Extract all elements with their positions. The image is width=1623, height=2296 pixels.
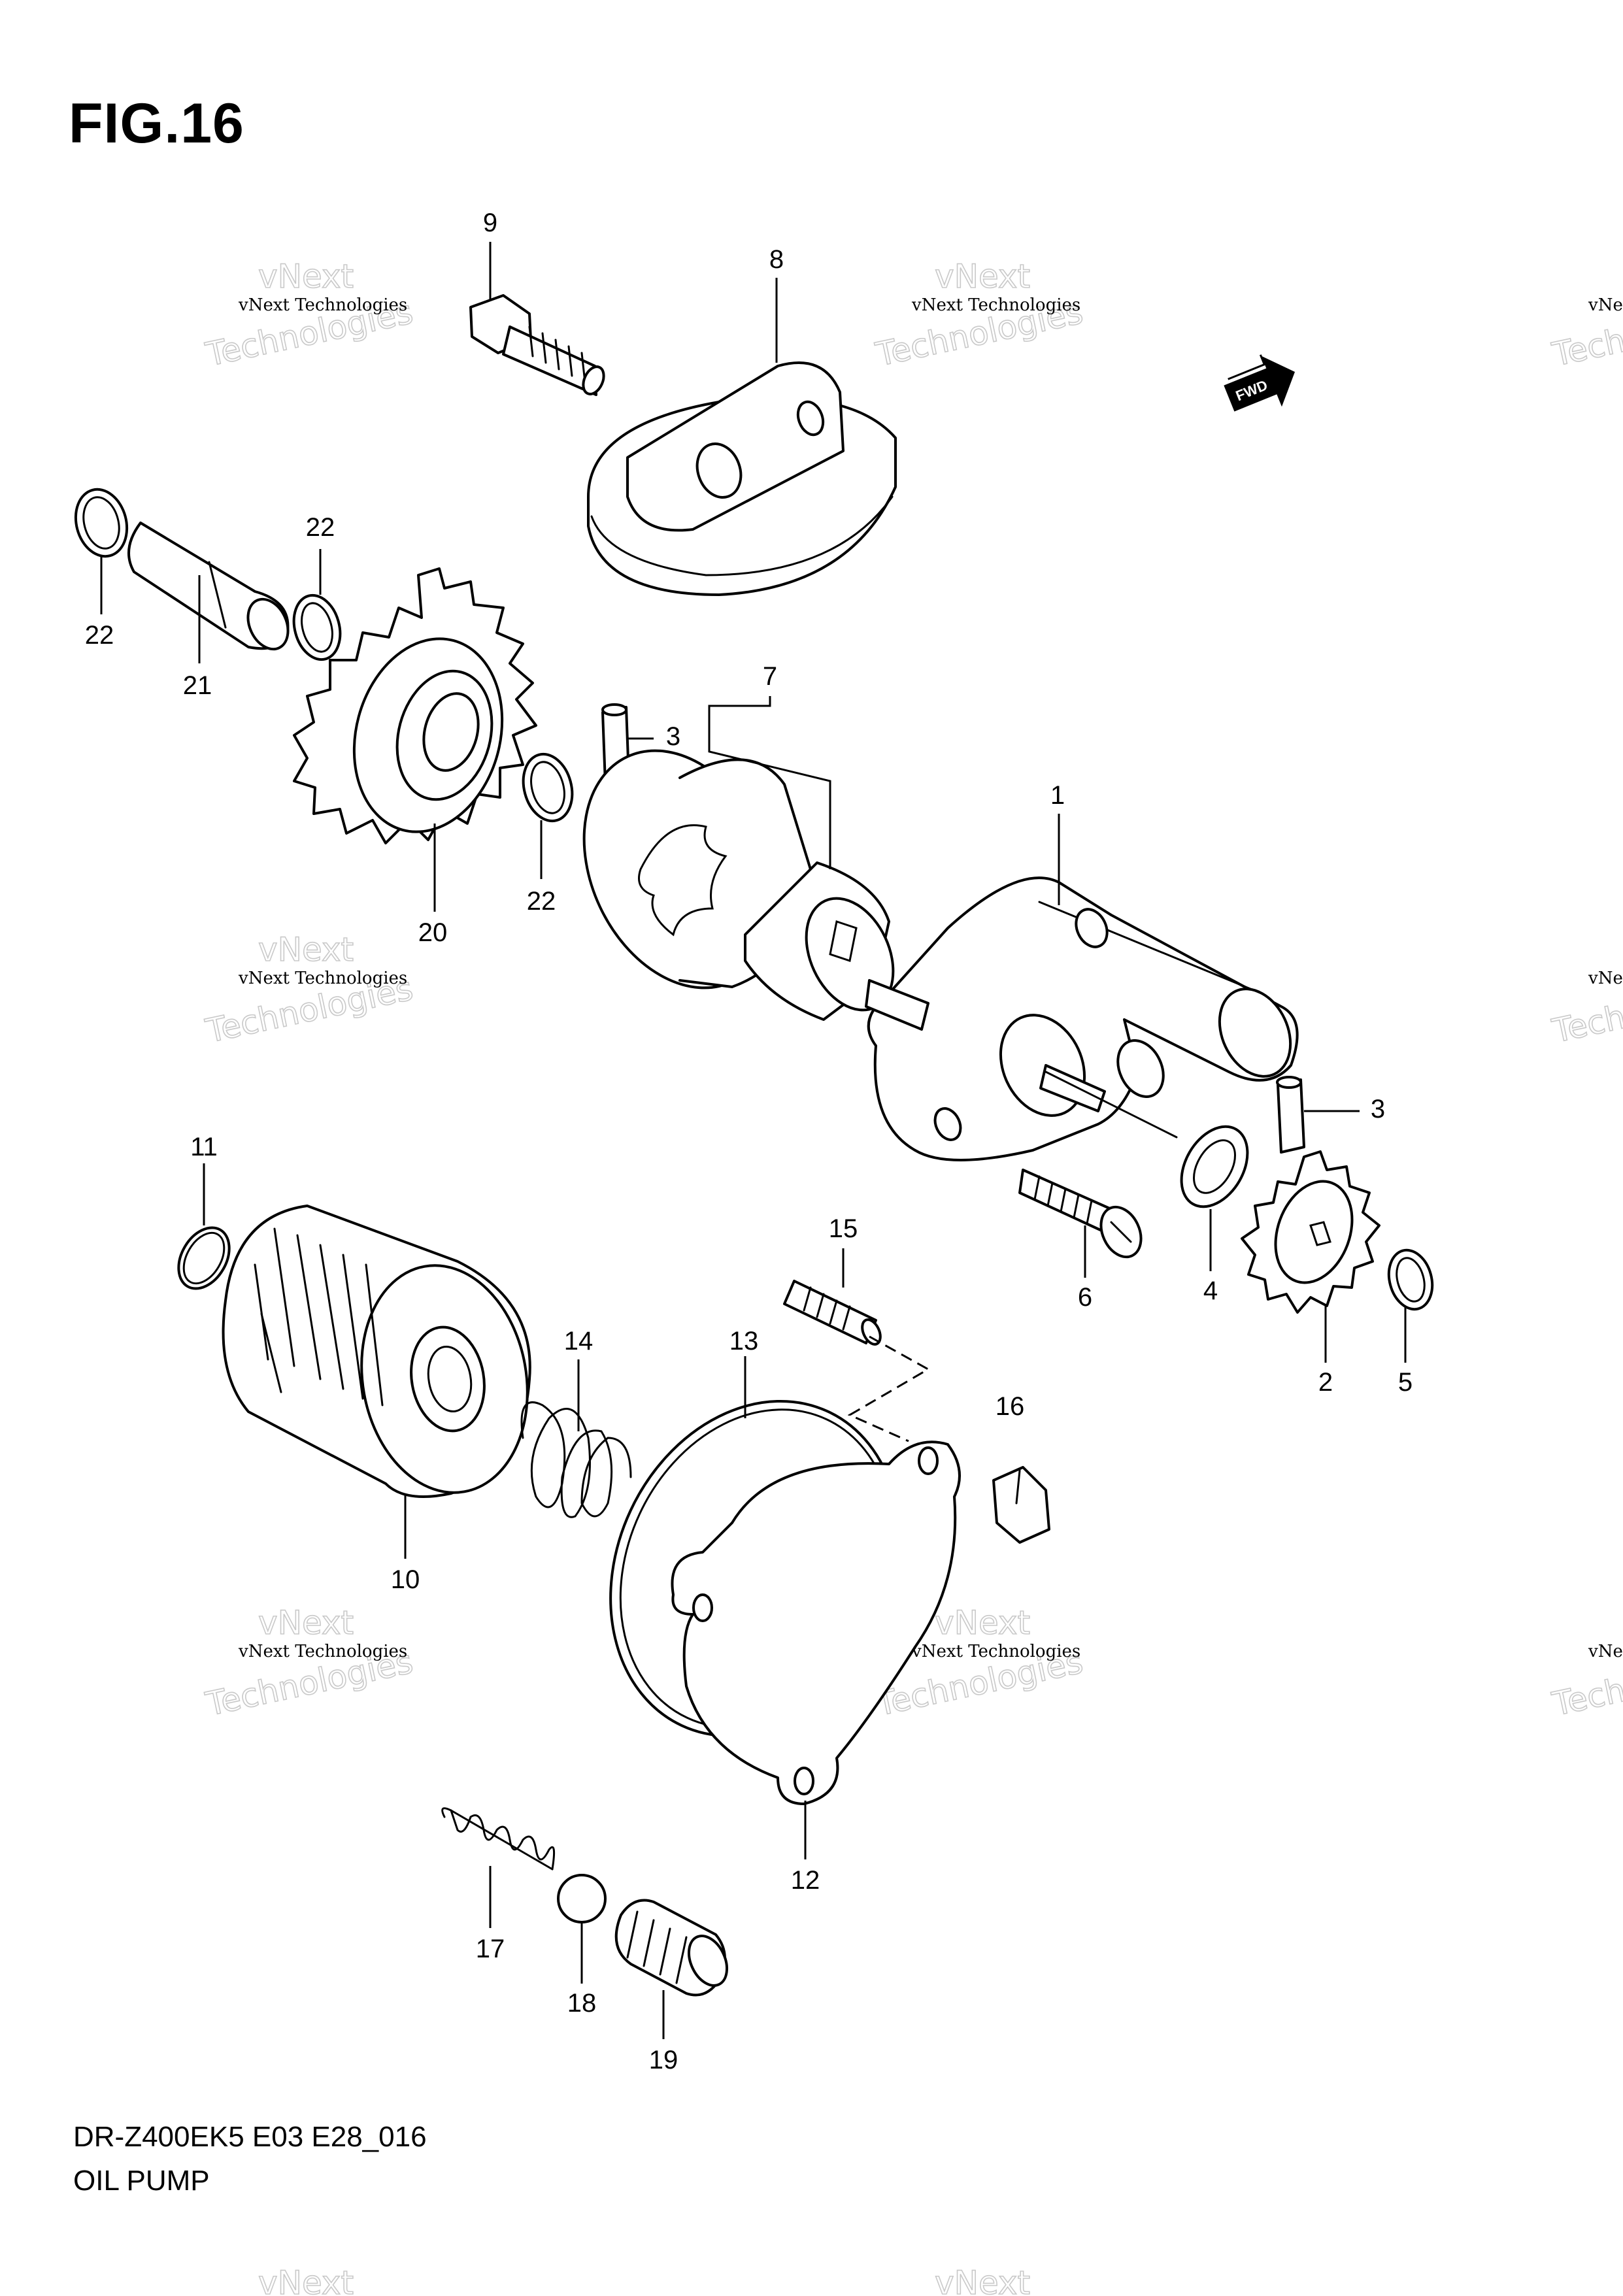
watermark-small-text: vNext Technologies (1588, 295, 1623, 315)
part-10-oil-filter (222, 1205, 531, 1498)
leader-lines (100, 242, 1407, 2039)
watermark-small-text: vNext Technologies (911, 1642, 1080, 1661)
callout-20: 20 (418, 918, 448, 947)
watermark-low-right: vNext Technologies Technologies (1548, 1642, 1623, 1724)
fwd-direction-arrow: FWD (1224, 354, 1296, 412)
part-5-circlip (1387, 1248, 1434, 1311)
watermark-top-center: vNext Technologies vNext Technologies (872, 257, 1087, 374)
part-4-washer (1180, 1125, 1249, 1208)
watermark-small-text: vNext Technologies (238, 1642, 407, 1661)
part-21-shaft (127, 522, 290, 651)
callout-11: 11 (190, 1133, 218, 1161)
callout-4: 4 (1203, 1276, 1218, 1305)
watermark-vnext-text: vNext (258, 931, 354, 969)
part-6-screw (1018, 1169, 1143, 1259)
watermark-vnext-text: vNext (935, 258, 1030, 295)
callout-1: 1 (1050, 781, 1065, 810)
part-9-bolt (469, 294, 605, 396)
part-22-circlip-left (74, 488, 129, 558)
watermark-top-right: vNext Technologies Technologies (1548, 292, 1623, 374)
callout-2: 2 (1318, 1368, 1333, 1397)
watermark-vnext-text: vNext (935, 1604, 1030, 1642)
callout-12: 12 (791, 1866, 820, 1895)
part-12-filter-cover (671, 1440, 961, 1805)
watermark-vnext-text: vNext (935, 2264, 1030, 2296)
callout-18: 18 (567, 1989, 597, 2018)
callout-22-lower: 22 (527, 887, 556, 916)
part-1-pump-body (865, 876, 1299, 1161)
leader-15-dashed (847, 1335, 931, 1442)
part-19-relief-plug (614, 1899, 729, 1997)
callout-17: 17 (476, 1935, 505, 1963)
callout-7: 7 (763, 662, 777, 691)
watermark-small-text: vNext Technologies (238, 969, 407, 988)
callout-5: 5 (1398, 1368, 1413, 1397)
callout-15: 15 (829, 1214, 858, 1243)
part-20-gear (293, 567, 537, 844)
callout-22-upper: 22 (306, 513, 335, 542)
watermark-mid-left: vNext Technologies vNext Technologies (202, 930, 417, 1051)
part-18-ball (557, 1874, 607, 1923)
watermark-vnext-text: vNext (258, 1604, 354, 1642)
part-11-o-ring (177, 1226, 231, 1290)
watermark-low-left: vNext Technologies vNext Technologies (202, 1603, 417, 1724)
watermark-small-text: vNext Technologies (1588, 969, 1623, 988)
part-22-circlip-mid (292, 593, 342, 661)
watermark-top-left: vNext Technologies vNext Technologies (202, 257, 417, 374)
callout-6: 6 (1078, 1283, 1092, 1312)
callout-8: 8 (769, 245, 784, 274)
watermark-small-text: vNext Technologies (1588, 1642, 1623, 1661)
part-22-circlip-right (522, 752, 574, 823)
callout-9: 9 (483, 208, 497, 237)
watermark-small-text: vNext Technologies (238, 295, 407, 315)
callout-19: 19 (649, 2046, 678, 2074)
watermark-vnext-text: vNext (258, 2264, 354, 2296)
part-3-dowel-pin-lower (1276, 1076, 1305, 1154)
watermark-bottom-edge: vNext vNext (258, 2263, 1031, 2296)
part-16-cap-nut (992, 1466, 1050, 1544)
callout-16: 16 (996, 1392, 1025, 1421)
callout-14: 14 (564, 1327, 594, 1356)
callout-13: 13 (729, 1327, 759, 1356)
footer-model-code: DR-Z400EK5 E03 E28_016 (73, 2121, 427, 2153)
part-15-stud (783, 1280, 882, 1346)
callout-3-lower: 3 (1371, 1095, 1385, 1123)
part-17-relief-spring (441, 1807, 556, 1871)
callout-21: 21 (183, 671, 212, 700)
footer-assembly-name: OIL PUMP (73, 2165, 210, 2197)
part-8-cover-cap (587, 361, 897, 596)
watermark-vnext-text: vNext (258, 258, 354, 295)
watermark-small-text: vNext Technologies (911, 295, 1080, 315)
part-2-small-gear (1241, 1150, 1380, 1314)
figure-title: FIG.16 (69, 92, 244, 155)
callout-10: 10 (391, 1565, 420, 1594)
callout-22-left: 22 (85, 621, 114, 650)
callout-labels: 9 8 22 22 21 7 3 20 22 1 3 11 15 6 4 14 … (85, 208, 1413, 2074)
part-14-spring (520, 1401, 632, 1518)
callout-3-upper: 3 (666, 722, 680, 751)
watermark-mid-right: vNext Technologies Technologies (1548, 969, 1623, 1051)
leader-7 (708, 696, 831, 869)
